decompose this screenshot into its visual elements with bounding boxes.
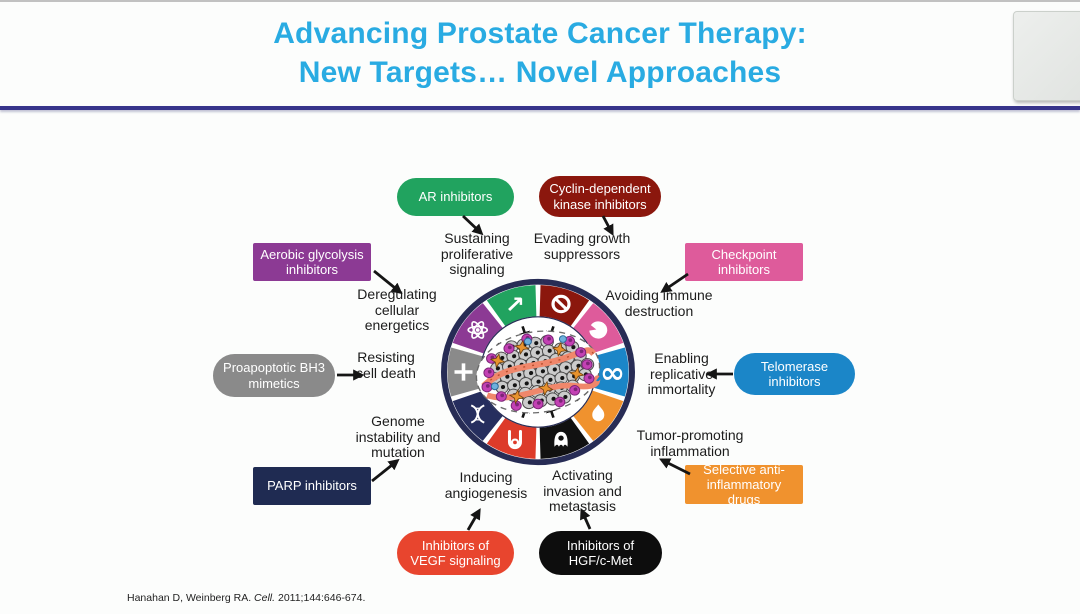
hallmark-inducing-angiogenesis: Inducing angiogenesis [444,469,528,501]
wheel-segment-sustaining-proliferative-signaling: ↗ [486,285,537,343]
hallmark-activating-invasion-metastasis: Activating invasion and metastasis [543,467,622,514]
video-thumbnail-placeholder [1013,11,1080,101]
wheel-segment-resisting-cell-death [447,347,506,397]
therapy-parp-inhibitors: PARP inhibitors [253,467,371,505]
plus-icon [454,363,473,381]
therapy-hgf-cmet-inhibitors: Inhibitors of HGF/c-Met [539,531,662,575]
citation-journal: Cell. [254,592,276,604]
wheel-segment-enabling-replicative-immortality: ∞ [570,347,629,397]
flame-icon [592,404,605,422]
hallmark-sustaining-proliferative-signaling: Sustaining proliferative signaling [440,230,514,277]
therapy-ar-inhibitors: AR inhibitors [397,178,514,216]
therapy-bh3-mimetics: Proapoptotic BH3 mimetics [213,354,335,397]
citation: Hanahan D, Weinberg RA. Cell. 2011;144:6… [127,592,365,604]
dna-helix-icon [470,404,485,424]
wheel-segment-inducing-angiogenesis [486,401,537,459]
page-title-line1: Advancing Prostate Cancer Therapy: [273,17,807,50]
vessel-icon [507,429,522,450]
arrow-up-right-icon: ↗ [505,291,525,318]
therapy-telomerase-inhibitors: Telomerase inhibitors [734,353,855,395]
therapy-vegf-inhibitors: Inhibitors of VEGF signaling [397,531,514,575]
connector-parp [371,458,400,483]
therapy-aerobic-glycolysis-inhibitors: Aerobic glycolysis inhibitors [253,243,371,281]
hallmark-resisting-cell-death: Resisting cell death [356,349,416,381]
therapy-anti-inflammatory-drugs: Selective anti-inflammatory drugs [685,462,803,507]
hallmark-tumor-promoting-inflammation: Tumor-promoting inflammation [636,427,744,459]
atom-icon [467,321,489,339]
hallmark-deregulating-cellular-energetics: Deregulating cellular energetics [357,286,437,333]
immune-cell-icon [589,321,608,339]
hallmark-evading-growth-suppressors: Evading growth suppressors [533,230,631,262]
hallmarks-wheel: ↗∞ [441,278,635,466]
tumor-illustration [475,330,601,414]
prohibition-icon [551,294,571,314]
page-title-line2: New Targets… Novel Approaches [298,56,782,89]
citation-authors: Hanahan D, Weinberg RA. [127,592,255,604]
hallmark-enabling-replicative-immortality: Enabling replicative immortality [647,350,716,397]
title-divider [0,106,1080,110]
top-edge-line [0,0,1080,2]
wheel-segment-activating-invasion-metastasis [539,401,590,459]
invading-cell-icon [554,431,568,447]
therapy-cdk-inhibitors: Cyclin-dependent kinase inhibitors [539,176,661,217]
infinity-icon: ∞ [600,356,625,389]
citation-rest: 2011;144:646-674. [275,592,366,604]
page-title: Advancing Prostate Cancer Therapy: New T… [0,14,1080,92]
therapy-checkpoint-inhibitors: Checkpoint inhibitors [685,243,803,281]
connector-vegf [466,508,481,531]
hallmark-genome-instability-mutation: Genome instability and mutation [355,413,441,460]
